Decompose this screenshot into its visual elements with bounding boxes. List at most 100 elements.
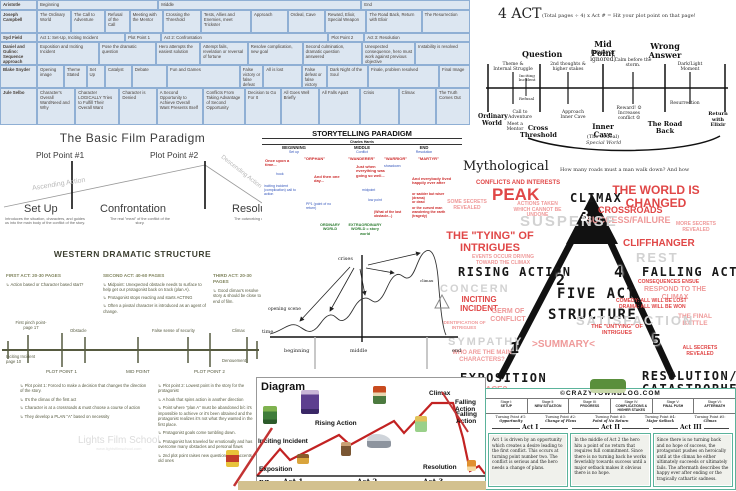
myth-title: Mythological [463,159,549,174]
label: THE FINAL BATTLE [678,313,712,328]
label: or the cursed man wandering the earth (t… [412,206,446,218]
label: 2nd thoughts & higher stakes [550,62,586,73]
hero-sprite [373,386,386,404]
label: ACTIONS TAKEN WHICH CANNOT BE UNDONE [513,201,562,219]
label: The outworking o [234,217,264,221]
label: ALL SECRETS REVEALED [682,345,718,357]
tan-bottom-strip [238,481,486,490]
checklist-item: Protagonist goals come tumbling down. [158,430,254,435]
label: SUCCESS/FAILURE [586,215,671,225]
label: The Road Back [647,120,683,136]
table-cell: Set Up [86,65,106,88]
label: opening scene [268,307,301,312]
label: PP1 (point of no return) [306,202,332,210]
stage-cell: Stage III:PROGRESS [569,399,612,414]
label: WHO ARE THE MAIN CHARACTERS? [452,350,512,363]
label: Resolution [423,464,457,471]
label: Refusal [519,96,535,101]
label: Falling Action [455,399,476,414]
label: low point [368,198,382,202]
table-cell: Hero attempts the easiest solution [155,42,200,65]
table-cell: Approach [250,10,288,33]
label: THE WORLD IS CHANGED [612,183,700,211]
label: SUSPENSE [520,213,618,230]
bullet-item: Good climax's resolve story & should be … [213,288,261,304]
label: Mid Point [591,39,615,58]
label: Resolut [232,203,270,215]
label: REST [636,250,679,265]
label: Climax [232,328,245,333]
checklist-left: Plot point 1: Forced to make a decision … [20,383,150,422]
third-act-column: THIRD ACT: 20-30 PAGES Good climax's res… [213,273,261,307]
storytelling-subtitle: Charles Harris [262,138,462,145]
frog-knight-sprite [263,406,277,424]
mini-pyramid-icon [434,293,450,309]
label: IDENTIFICATION OF INTRIGUES [442,320,486,331]
label: THE "UNTYING" OF INTRIGUES [591,324,643,337]
label: Question [522,49,563,59]
turning-point-cell: Turning Point #3:Point of No Return [592,415,629,424]
table-cell: False defeat or false victory [301,65,327,88]
label: CONFLICTS AND INTERESTS [476,180,561,186]
label: Inciting Incident [258,438,308,445]
label: And everybody lived happily ever after [412,176,452,186]
third-act-header: THIRD ACT: 20-30 PAGES [213,273,252,284]
table-cell: Act 2: Confrontation [160,33,329,42]
table-cell: False victory or false defeat [239,65,264,88]
table-cell: Attempt fails, revelation or reversal of… [199,42,248,65]
airship-sprite [367,434,391,448]
act-description-box: Act 1 is driven by an opportunity which … [488,433,569,488]
checklist-item: A hook that spins action in another dire… [158,397,254,402]
label: 4 [614,263,624,281]
table-cell: Act 3: Resolution [364,33,471,42]
label: showdown [384,164,401,168]
turning-point-cell: Turning Point #2:Change of Plans [545,415,577,424]
table-cell: Plot Point 1 [125,33,161,42]
row-label: Daniel and Gulino: Sequence approach [0,42,37,65]
four-act-subtitle: (Total pages ÷ 4) x Act # = Hit your plo… [542,13,696,19]
label: FALLING ACTION [642,265,736,279]
label: midpoint [362,188,376,192]
label: Dark/Light Moment [677,62,703,73]
label: SYMPATHY [448,336,524,348]
paradigm-lines [3,161,263,209]
label: Obstacle [70,328,87,333]
label: or dead [412,200,425,204]
label: Falling Action [456,411,477,426]
table-cell: Resolve complication, new goal [247,42,303,65]
label: 2 [556,271,566,289]
checklist-item: Plot point 2: Lowest point in the story … [158,383,254,394]
table-cell: Act 1: Set-Up, Inciting Incident [37,33,126,42]
label: crises [338,256,353,262]
treasure-chest-sprite [297,454,309,464]
table-cell: Reward, Elixir, Special Weapon [324,10,367,33]
stage-cell: Stage VI:AFTERMATH [704,400,726,409]
label: Inciting Incident [518,73,536,83]
label: CONSEQUENCES ENSUE [638,279,700,285]
table-cell: Instability is resolved [415,42,471,65]
row-label: Syd Field [0,33,37,42]
label: (The Ordeal) [586,134,620,140]
table-cell: Finale, problem resolved [367,65,439,88]
turning-point-cell: Turning Point #1:Opportunity [495,415,527,424]
four-act-timeline-lines [486,64,728,152]
label: MORE SECRETS REVEALED [675,221,716,233]
table-cell: The Ordinary World [37,10,71,33]
label: middle [350,348,368,354]
label: Resurrection [670,101,700,106]
row-label: Joseph Campbell [0,10,37,33]
table-cell: All is lost [263,65,302,88]
table-cell: Ordeal, Cave [287,10,325,33]
table-cell: Middle [158,0,362,10]
table-cell: Meeting with the Mentor [129,10,163,33]
label: RESPOND TO THE CLIMAX [643,286,707,301]
table-cell: End [361,0,471,10]
label: (answer ignored) [590,49,616,63]
label: CONCERN [440,283,510,295]
